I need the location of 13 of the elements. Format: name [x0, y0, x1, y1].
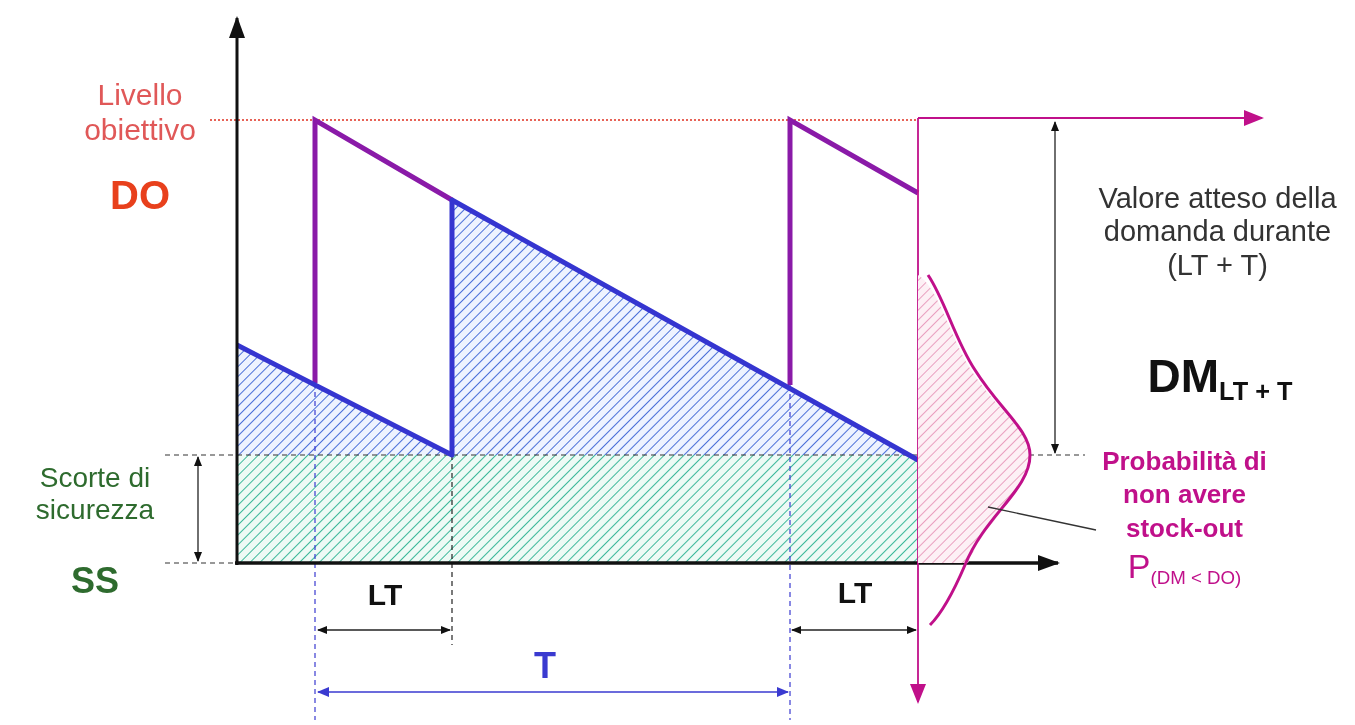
probability-area — [918, 274, 1032, 627]
symbol-label: DM$_{LT + T}$ — [1146, 350, 1294, 406]
axis-label: Scorte di sicurezza — [34, 462, 156, 527]
annotation-text: Probabilità di non avere stock-out — [1101, 445, 1268, 545]
symbol-label: DO — [109, 172, 171, 218]
dimension-label: T — [533, 645, 557, 687]
annotation-text: Valore atteso della domanda durante (LT + T) — [1097, 182, 1338, 283]
dimension-label: LT — [366, 578, 404, 613]
symbol-label: SS — [70, 560, 120, 602]
leader-line — [987, 506, 1097, 531]
formula-label: P$_{(DM < DO)}$ — [1126, 545, 1243, 590]
axis-label: Livello obiettivo — [83, 78, 197, 147]
dimension-label: LT — [836, 576, 874, 611]
